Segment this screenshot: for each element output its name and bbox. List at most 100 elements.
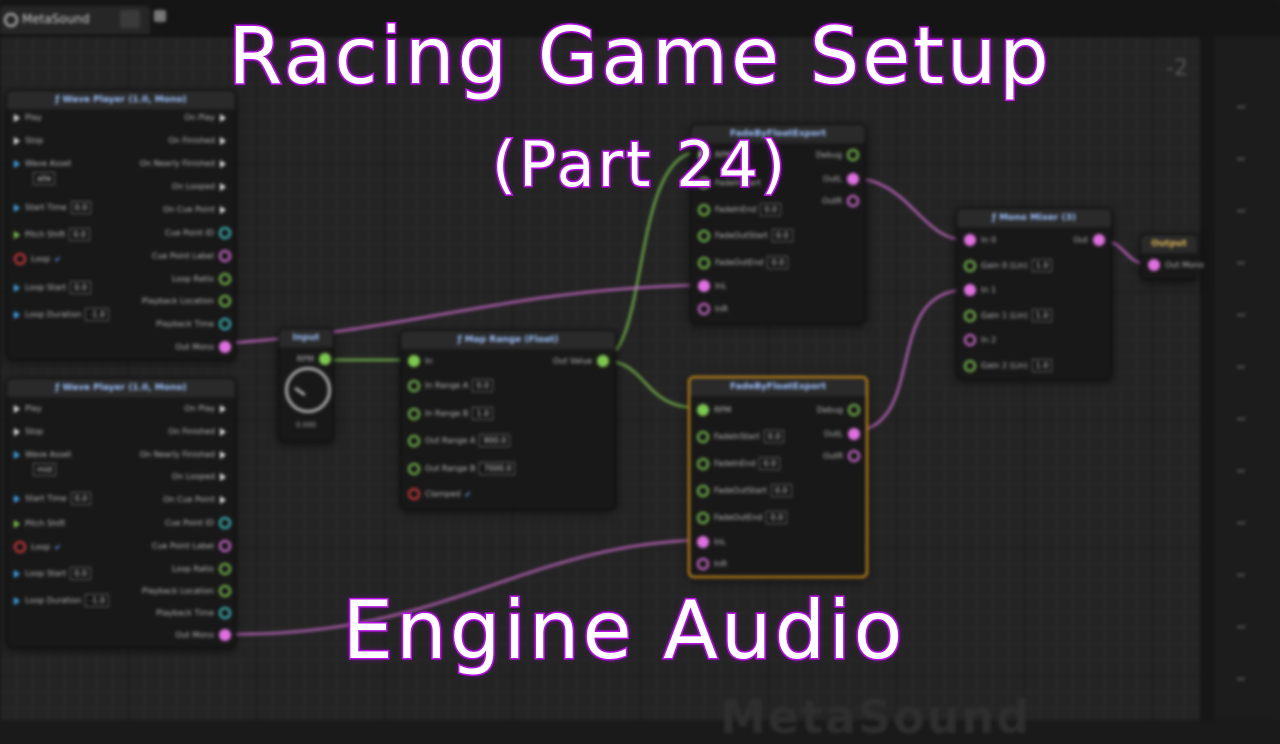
pin-cue-point-label[interactable]: Cue Point Label (152, 540, 231, 552)
pin-on-cue-point[interactable]: On Cue Point (163, 204, 231, 216)
pin-in-0[interactable]: In 0 (959, 234, 996, 246)
wave-player-node-top[interactable]: ƒ Wave Player (1.0, Mono) Play Stop Wave… (6, 90, 236, 360)
pin-on-finished[interactable]: On Finished (168, 426, 231, 438)
pin-out-l[interactable]: OutL (823, 173, 859, 185)
pin-out-mono[interactable]: Out Mono (1143, 259, 1204, 271)
pin-cue-point-id[interactable]: Cue Point ID (165, 227, 231, 239)
pin-play[interactable]: Play (9, 403, 42, 415)
wave-player-node-bottom[interactable]: ƒ Wave Player (1.0, Mono) Play Stop Wave… (6, 378, 236, 648)
pin-rpm[interactable]: RPM (693, 149, 732, 161)
pin-rpm[interactable]: RPM (692, 404, 731, 416)
save-icon[interactable] (120, 10, 140, 28)
pin-playback-time[interactable]: Playback Time (156, 607, 231, 619)
pin-in-l[interactable]: InL (693, 280, 727, 292)
tab-label: MetaSound (22, 12, 90, 26)
pin-in-r[interactable]: InR (692, 558, 727, 570)
pin-out[interactable]: Out (1073, 234, 1105, 246)
pin-stop[interactable]: Stop (9, 426, 43, 438)
pin-out-value[interactable]: Out Value (553, 355, 609, 367)
input-rpm-node[interactable]: Input RPM 0.000 (278, 328, 334, 442)
pin-on-play[interactable]: On Play (184, 403, 231, 415)
node-title: FadeByFloatExport (690, 378, 866, 396)
pin-loop-ratio[interactable]: Loop Ratio (172, 563, 231, 575)
pin-in-1[interactable]: In 1 (959, 284, 996, 296)
pin-loop[interactable]: Loop✔ (9, 253, 61, 265)
pin-gain-1[interactable]: Gain 1 (Lin)1.0 (959, 309, 1053, 322)
title-line-3: Engine Audio (341, 583, 906, 679)
rpm-knob[interactable] (285, 367, 331, 413)
pin-on-play[interactable]: On Play (184, 112, 231, 124)
panel-scrollbar[interactable] (1201, 36, 1215, 720)
pin-in[interactable]: In (403, 355, 432, 367)
pin-out-r[interactable]: OutR (822, 195, 859, 207)
wave-asset-selector[interactable]: mid (29, 463, 57, 476)
rpm-value[interactable]: 0.000 (295, 421, 317, 429)
pin-wave-asset[interactable]: Wave Asset (9, 449, 71, 461)
pin-fade-in-start[interactable]: FadeInStart (693, 177, 761, 189)
pin-on-nearly-finished[interactable]: On Nearly Finished (140, 158, 231, 170)
fade-node-top[interactable]: FadeByFloatExport RPM FadeInStart FadeIn… (690, 124, 866, 324)
close-tab-icon[interactable] (154, 10, 166, 22)
pin-playback-time[interactable]: Playback Time (156, 318, 231, 330)
pin-rpm[interactable]: RPM (297, 353, 331, 365)
pin-loop-duration[interactable]: Loop Duration-1.0 (9, 308, 110, 321)
ruler-tick (1237, 314, 1245, 316)
mono-mixer-node[interactable]: ƒ Mono Mixer (3) In 0 Gain 0 (Lin)1.0 In… (956, 208, 1112, 380)
pin-out-r[interactable]: OutR (823, 450, 860, 462)
pin-in-l[interactable]: InL (692, 536, 726, 548)
pin-on-looped[interactable]: On Looped (172, 181, 231, 193)
pin-playback-location[interactable]: Playback Location (142, 295, 231, 307)
ruler-tick (1237, 106, 1245, 108)
ruler-tick (1237, 522, 1245, 524)
pin-on-cue-point[interactable]: On Cue Point (163, 494, 231, 506)
ruler-tick (1237, 678, 1245, 680)
pin-play[interactable]: Play (9, 112, 42, 124)
pin-pitch-shift[interactable]: Pitch Shift (9, 518, 65, 530)
pin-out-l[interactable]: OutL (824, 428, 860, 440)
pin-wave-asset[interactable]: Wave Asset (9, 158, 71, 170)
pin-stop[interactable]: Stop (9, 135, 43, 147)
pin-playback-location[interactable]: Playback Location (142, 585, 231, 597)
pin-cue-point-label[interactable]: Cue Point Label (152, 250, 231, 262)
pin-loop-ratio[interactable]: Loop Ratio (172, 273, 231, 285)
pin-debug[interactable]: Debug (817, 404, 860, 416)
pin-loop-duration[interactable]: Loop Duration-1.0 (9, 594, 110, 607)
pin-in-2[interactable]: In 2 (959, 334, 996, 346)
pin-clamped[interactable]: Clamped✔ (403, 488, 471, 500)
pin-on-looped[interactable]: On Looped (172, 471, 231, 483)
pin-cue-point-id[interactable]: Cue Point ID (165, 517, 231, 529)
pin-loop[interactable]: Loop✔ (9, 541, 61, 553)
output-node[interactable]: Output Out Mono (1140, 234, 1204, 280)
metasound-tab[interactable]: MetaSound (0, 6, 166, 34)
pin-out-mono[interactable]: Out Mono (175, 629, 231, 641)
pin-out-mono[interactable]: Out Mono (175, 341, 231, 353)
pin-gain-0[interactable]: Gain 0 (Lin)1.0 (959, 259, 1053, 272)
pin-gain-2[interactable]: Gain 2 (Lin)1.0 (959, 359, 1053, 372)
wire-wave-bottom-to-fade-bottom (217, 539, 701, 636)
node-title: FadeByFloatExport (691, 125, 865, 143)
ruler-tick (1237, 574, 1245, 576)
pin-on-finished[interactable]: On Finished (168, 135, 231, 147)
wave-asset-selector[interactable]: alle (29, 172, 56, 185)
pin-debug[interactable]: Debug (816, 149, 859, 161)
pin-on-nearly-finished[interactable]: On Nearly Finished (140, 449, 231, 461)
pin-in-r[interactable]: InR (693, 303, 728, 315)
